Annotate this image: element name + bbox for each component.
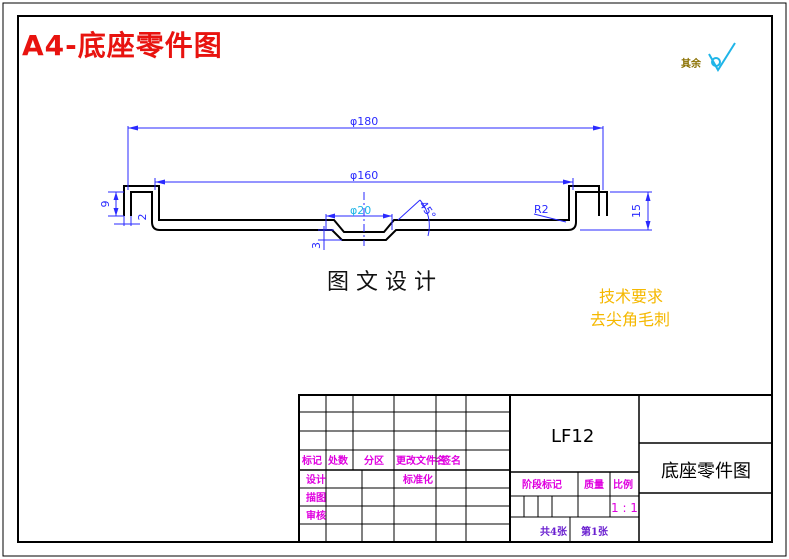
title-block xyxy=(298,394,773,543)
dim-inner-width xyxy=(154,178,574,190)
tb-hdr-count: 处数 xyxy=(327,454,349,467)
tb-scale-label: 比例 xyxy=(613,478,633,491)
tb-hdr-mark: 标记 xyxy=(301,454,322,467)
tb-sheet-no: 第1张 xyxy=(581,525,609,538)
dim-angle-label: 45° xyxy=(416,198,438,221)
dim-outer-width xyxy=(127,125,604,190)
tb-stage-mark: 阶段标记 xyxy=(522,478,562,491)
tb-hdr-zone: 分区 xyxy=(364,454,384,467)
tb-scale-value: 1 : 1 xyxy=(611,501,638,515)
dim-height-label: 15 xyxy=(630,204,643,218)
surface-roughness-check-icon xyxy=(708,42,736,72)
tb-role-trace: 描图 xyxy=(306,491,326,504)
dim-flange xyxy=(108,191,124,217)
dim-flange-label: 9 xyxy=(99,201,112,208)
dim-outer-width-label: φ180 xyxy=(350,115,378,128)
dim-radius-label: R2 xyxy=(534,203,549,216)
dim-thickness-label: 2 xyxy=(136,214,149,221)
dim-inner-width-label: φ160 xyxy=(350,169,378,182)
tb-role-std: 标准化 xyxy=(402,473,433,486)
tech-req-title: 技术要求 xyxy=(599,287,664,306)
dim-recess-label: 3 xyxy=(310,242,323,249)
tb-role-review: 审核 xyxy=(306,509,326,522)
dim-radius xyxy=(533,213,567,223)
tb-total-sheets: 共4张 xyxy=(540,525,568,538)
tb-part-name: 底座零件图 xyxy=(661,461,751,482)
tb-role-design: 设计 xyxy=(306,473,326,486)
tech-req-item: 去尖角毛刺 xyxy=(590,310,671,329)
dim-hole-dia xyxy=(325,213,393,230)
dim-recess xyxy=(318,226,342,250)
dim-thickness xyxy=(114,216,140,226)
drawing-title: A4-底座零件图 xyxy=(22,29,223,62)
tb-mass: 质量 xyxy=(584,478,604,491)
tb-hdr-sign: 签名 xyxy=(440,454,461,467)
tb-hdr-doc: 更改文件名 xyxy=(396,454,446,467)
surface-finish-label: 其余 xyxy=(681,59,701,70)
dim-angle xyxy=(397,199,430,237)
dim-height xyxy=(580,191,652,231)
dim-hole-dia-label: φ20 xyxy=(350,204,371,217)
watermark-text: 图文设计 xyxy=(327,270,444,295)
tb-material: LF12 xyxy=(551,426,594,447)
